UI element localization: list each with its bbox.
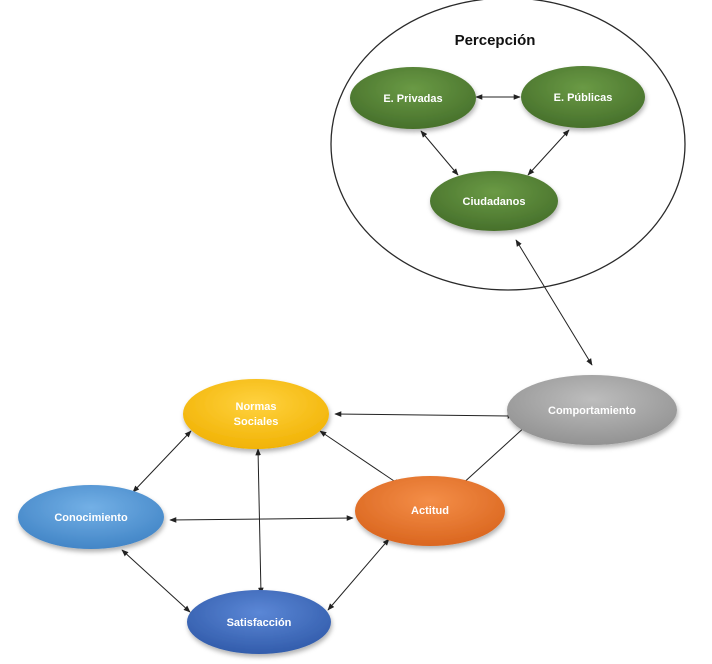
node-conocimiento: Conocimiento bbox=[18, 485, 164, 549]
edge-actitud-satisfaccion bbox=[327, 538, 390, 611]
node-publicas-shape bbox=[521, 66, 645, 128]
node-normas: Normas Sociales bbox=[183, 379, 329, 449]
node-ciudadanos-shape bbox=[430, 171, 558, 231]
connectors bbox=[121, 94, 593, 613]
node-comportamiento: Comportamiento bbox=[507, 375, 677, 445]
node-privadas-label: E. Privadas bbox=[383, 93, 442, 105]
node-publicas: E. Públicas bbox=[521, 66, 645, 128]
edge-ciudadanos-comportamiento bbox=[515, 239, 593, 366]
percepcion-title: Percepción bbox=[455, 32, 536, 49]
node-privadas: E. Privadas bbox=[350, 67, 476, 129]
node-actitud: Actitud bbox=[355, 476, 505, 546]
node-privadas-shape bbox=[350, 67, 476, 129]
edge-normas-actitud bbox=[319, 430, 401, 486]
edge-normas-comportamiento bbox=[334, 411, 515, 419]
node-normas-shape bbox=[183, 379, 329, 449]
node-normas-label-line2: Sociales bbox=[234, 416, 279, 428]
node-actitud-label: Actitud bbox=[411, 505, 449, 517]
edge-conocimiento-satisfaccion bbox=[121, 549, 191, 613]
node-satisfaccion-shape bbox=[187, 590, 331, 654]
edge-privadas-ciudadanos bbox=[420, 130, 459, 176]
edge-normas-conocimiento bbox=[132, 430, 192, 493]
node-satisfaccion-label: Satisfacción bbox=[227, 617, 292, 629]
edge-conocimiento-actitud bbox=[169, 515, 354, 523]
node-normas-label-line1: Normas bbox=[236, 401, 277, 413]
edge-comportamiento-actitud bbox=[459, 424, 528, 487]
node-satisfaccion: Satisfacción bbox=[187, 590, 331, 654]
edge-normas-satisfaccion bbox=[255, 448, 264, 595]
node-publicas-label: E. Públicas bbox=[554, 92, 613, 104]
node-conocimiento-shape bbox=[18, 485, 164, 549]
node-conocimiento-label: Conocimiento bbox=[54, 512, 128, 524]
edge-publicas-ciudadanos bbox=[527, 129, 570, 176]
node-comportamiento-shape bbox=[507, 375, 677, 445]
node-ciudadanos-label: Ciudadanos bbox=[463, 196, 526, 208]
node-comportamiento-label: Comportamiento bbox=[548, 405, 636, 417]
node-actitud-shape bbox=[355, 476, 505, 546]
node-ciudadanos: Ciudadanos bbox=[430, 171, 558, 231]
